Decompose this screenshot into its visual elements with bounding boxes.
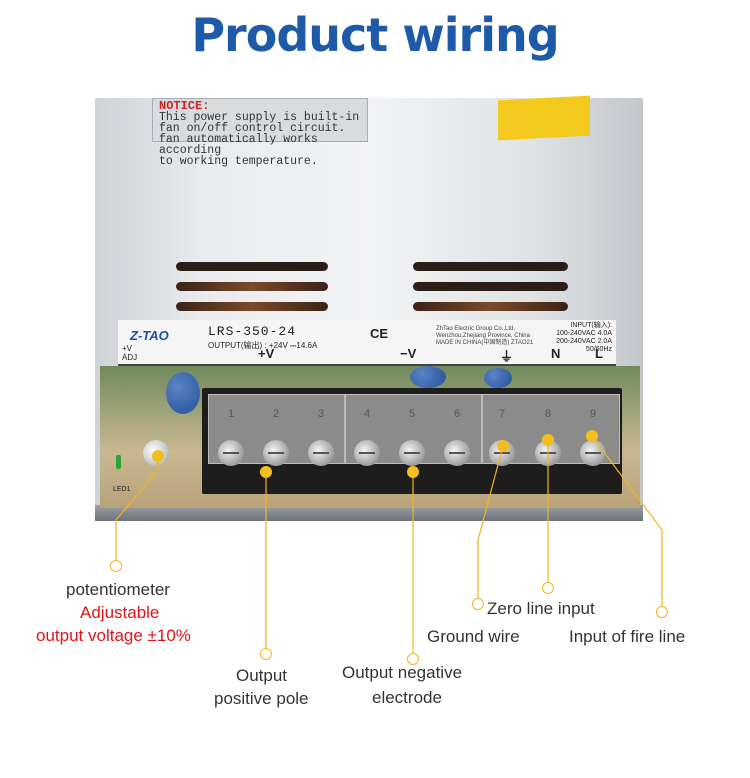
annotation-output-negative: Output negative bbox=[342, 663, 463, 682]
annotation-output-positive: Output bbox=[236, 666, 288, 685]
page-title: Product wiring bbox=[191, 8, 559, 62]
ring-fire bbox=[656, 606, 668, 618]
ring-zero bbox=[542, 582, 554, 594]
vent-slot bbox=[413, 302, 568, 311]
annotation-potentiometer: potentiometer bbox=[66, 580, 170, 599]
capacitor bbox=[484, 368, 512, 388]
maker-text: ZhTao Electric Group Co.,Ltd. Wenzhou,Zh… bbox=[436, 326, 536, 347]
annotation-positive-pole: positive pole bbox=[214, 689, 309, 708]
notice-line: fan automatically works according bbox=[159, 133, 318, 157]
vent-slot bbox=[413, 262, 568, 271]
led-label: LED1 bbox=[113, 486, 131, 493]
annotation-adjustable: Adjustable bbox=[80, 603, 160, 622]
brand-logo: Z-TAO bbox=[130, 328, 169, 343]
leader-potentiometer bbox=[115, 469, 159, 563]
led-indicator bbox=[116, 455, 121, 469]
ce-mark: CE bbox=[370, 326, 389, 341]
vent-slot bbox=[176, 302, 328, 311]
vent-slot bbox=[176, 282, 328, 291]
terminal-label-neg: −V bbox=[400, 346, 417, 361]
terminal-number: 5 bbox=[408, 408, 416, 420]
rating-label: Z-TAO LRS-350-24 OUTPUT(输出) : +24V ⎓14.6… bbox=[118, 320, 616, 366]
annotation-output-voltage: output voltage ±10% bbox=[36, 626, 191, 645]
terminal-number: 3 bbox=[317, 408, 325, 420]
input-line: INPUT(输入): bbox=[570, 322, 612, 329]
notice-line: fan on/off control circuit. bbox=[159, 122, 346, 135]
terminal-screw bbox=[308, 440, 334, 466]
input-spec: INPUT(输入): 100-240VAC 4.0A 200-240VAC 2.… bbox=[554, 322, 612, 354]
terminal-label-l: L bbox=[595, 346, 603, 361]
terminal-label-pos: +V bbox=[258, 346, 275, 361]
input-line: 100-240VAC 4.0A bbox=[556, 330, 612, 337]
notice-line: to working temperature. bbox=[159, 155, 318, 168]
output-spec: OUTPUT(输出) : +24V ⎓14.6A bbox=[208, 341, 318, 350]
annotation-negative-electrode: electrode bbox=[372, 688, 442, 707]
terminal-screw bbox=[444, 440, 470, 466]
vent-slot bbox=[176, 262, 328, 271]
marker-potentiometer bbox=[152, 450, 164, 462]
terminal-number: 9 bbox=[589, 408, 597, 420]
vent-slot bbox=[413, 282, 568, 291]
maker-name: ZhTao Electric Group Co.,Ltd. Wenzhou,Zh… bbox=[436, 326, 530, 339]
annotation-zero-line: Zero line input bbox=[487, 599, 595, 618]
input-line: 200-240VAC 2.0A bbox=[556, 338, 612, 345]
terminal-screw bbox=[263, 440, 289, 466]
terminal-label-gnd: ⏚ bbox=[500, 349, 514, 364]
marker-fire bbox=[586, 430, 598, 442]
ring-positive bbox=[260, 648, 272, 660]
model-number: LRS-350-24 bbox=[208, 324, 297, 339]
leader-ground bbox=[477, 445, 504, 600]
terminal-number: 2 bbox=[272, 408, 280, 420]
terminal-screw bbox=[218, 440, 244, 466]
ring-ground bbox=[472, 598, 484, 610]
terminal-number: 4 bbox=[363, 408, 371, 420]
terminal-number: 8 bbox=[544, 408, 552, 420]
annotation-fire-line: Input of fire line bbox=[569, 627, 686, 646]
terminal-number: 7 bbox=[498, 408, 506, 420]
terminal-number: 6 bbox=[453, 408, 461, 420]
notice-line: This power supply is built-in bbox=[159, 111, 360, 124]
marker-negative bbox=[407, 466, 419, 478]
made-in-text: MADE IN CHINA(中国制造) ZTAO21 bbox=[436, 340, 534, 346]
adj-label: +V ADJ bbox=[122, 344, 138, 362]
marker-positive bbox=[260, 466, 272, 478]
leader-fire bbox=[591, 435, 663, 608]
marker-ground bbox=[497, 440, 509, 452]
ring-negative bbox=[407, 653, 419, 665]
terminal-screw bbox=[354, 440, 380, 466]
annotation-ground-wire: Ground wire bbox=[427, 627, 520, 646]
terminal-label-n: N bbox=[551, 346, 561, 361]
capacitor bbox=[410, 366, 446, 388]
terminal-screw bbox=[580, 440, 606, 466]
input-line: 50/60Hz bbox=[585, 346, 612, 353]
notice-sticker: NOTICE: This power supply is built-in fa… bbox=[152, 98, 368, 167]
terminal-screw bbox=[399, 440, 425, 466]
capacitor bbox=[166, 372, 200, 414]
psu-base bbox=[95, 505, 643, 521]
ring-potentiometer bbox=[110, 560, 122, 572]
terminal-number: 1 bbox=[227, 408, 235, 420]
notice-heading: NOTICE: bbox=[159, 99, 210, 113]
marker-zero bbox=[542, 434, 554, 446]
